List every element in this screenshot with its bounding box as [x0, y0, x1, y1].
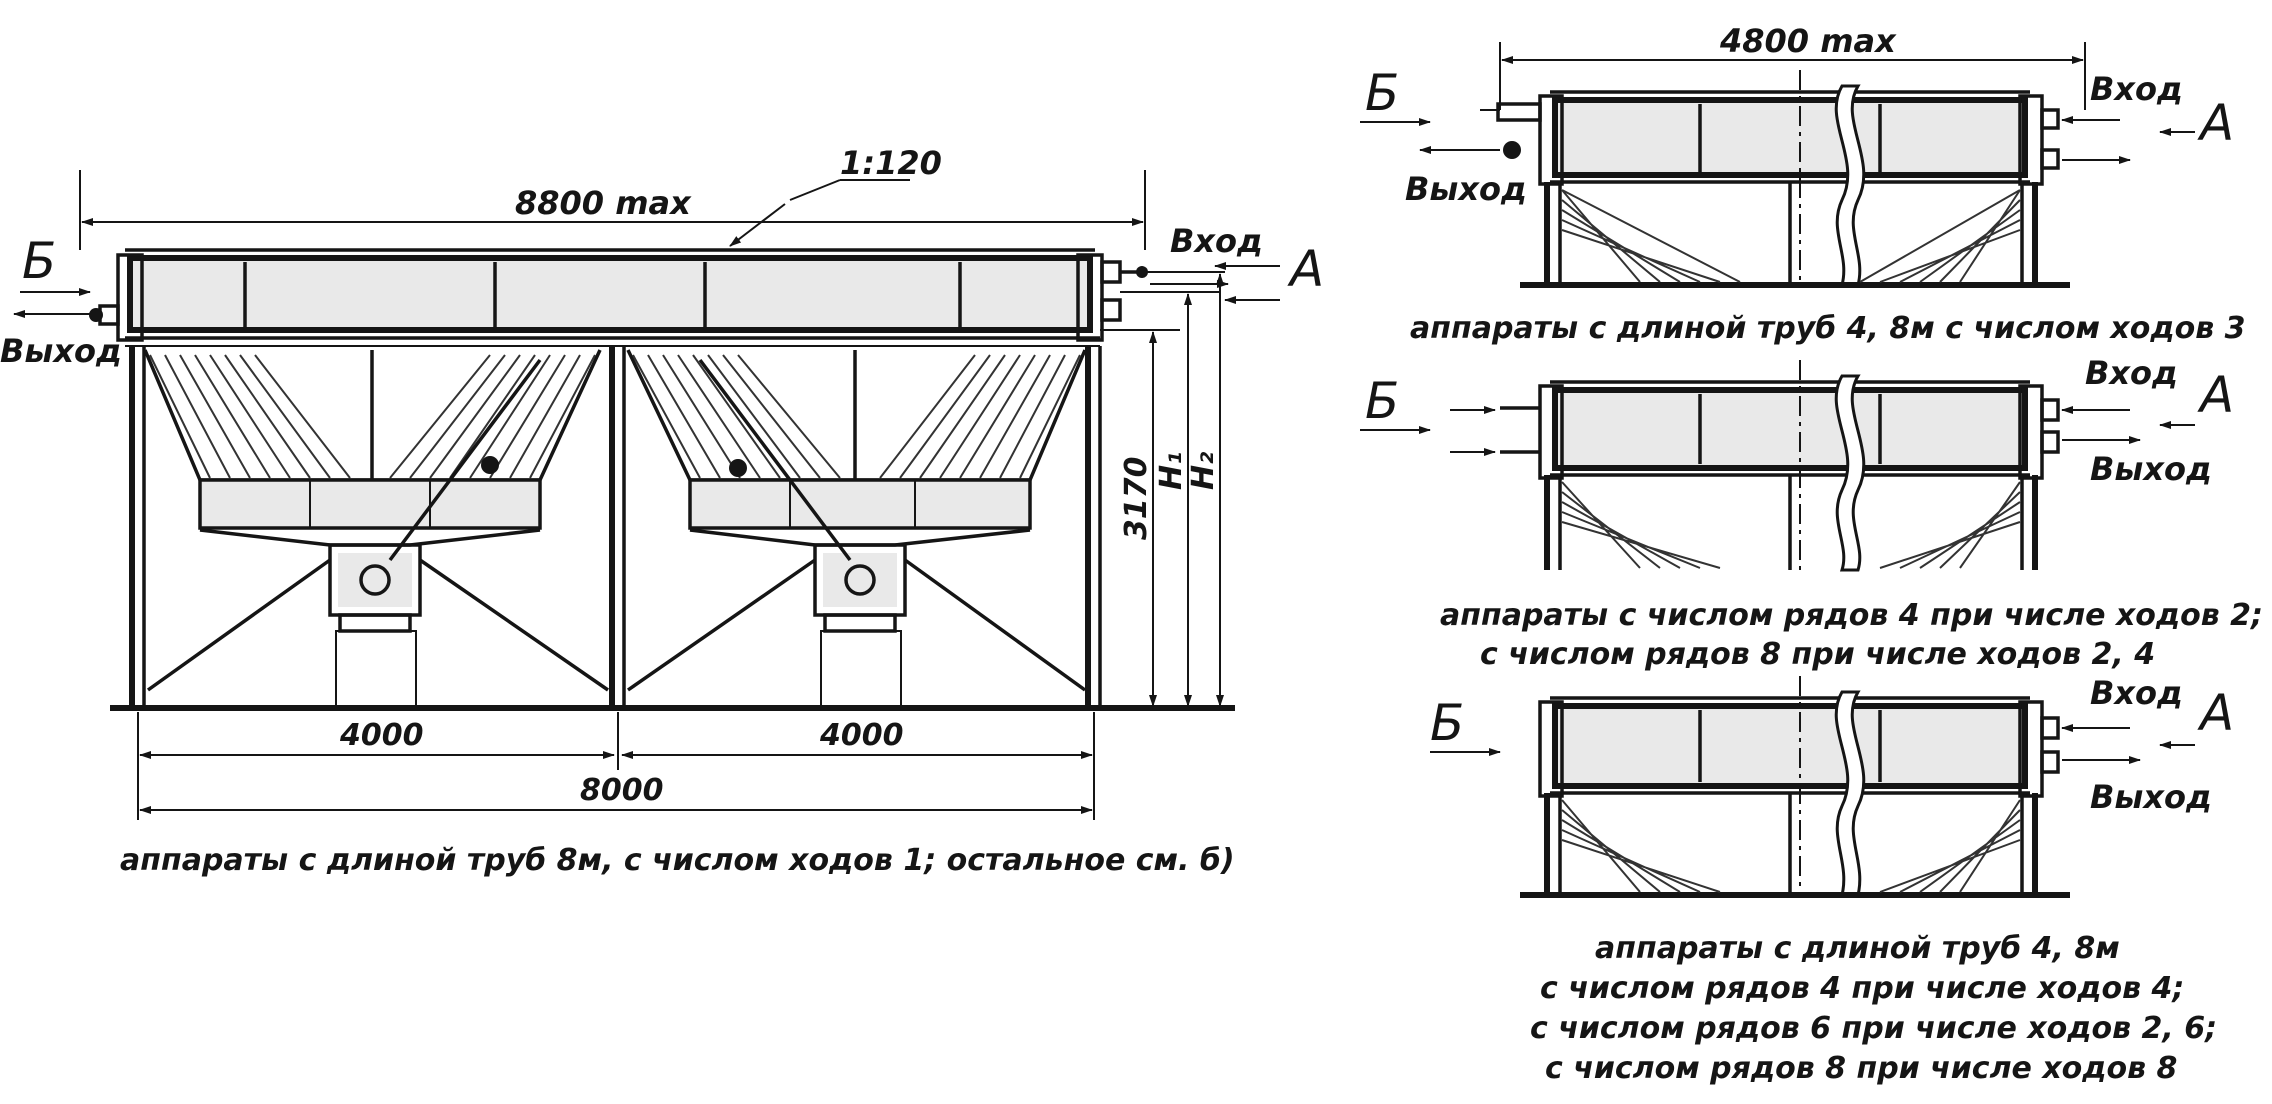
bottom-marker-b: Б — [1430, 694, 1464, 752]
main-inlet-label: Вход — [1170, 222, 1263, 260]
height-3170-label: 3170 — [1119, 457, 1154, 541]
bottom-outlet-label: Выход — [2090, 778, 2212, 816]
main-marker-b: Б — [22, 232, 56, 290]
bottom-caption-2: с числом рядов 4 при числе ходов 4; — [1540, 971, 2184, 1006]
mid-marker-b: Б — [1365, 372, 1399, 430]
top-inlet-label: Вход — [2090, 70, 2183, 108]
mid-caption-2: с числом рядов 8 при числе ходов 2, 4 — [1480, 637, 2155, 672]
main-caption: аппараты с длиной труб 8м, с числом ходо… — [120, 843, 1235, 878]
top-width-label: 4800 max — [1719, 22, 1897, 60]
main-marker-a: А — [1287, 240, 1324, 298]
bottom-inlet-label: Вход — [2090, 674, 2183, 712]
overall-width-label: 8800 max — [515, 184, 692, 222]
bottom-caption-1: аппараты с длиной труб 4, 8м — [1595, 931, 2120, 966]
support-columns — [110, 346, 1235, 711]
bottom-right-view: Б Вход А Выход аппараты с длиной труб 4,… — [1430, 674, 2234, 1086]
top-caption: аппараты с длиной труб 4, 8м с числом хо… — [1410, 311, 2246, 346]
mid-right-view: Б Вход А Выход аппараты с числом рядов 4… — [1360, 354, 2263, 672]
height-h1-label: H₁ — [1154, 452, 1189, 490]
main-view: 8800 max 1:120 — [0, 144, 1324, 878]
top-outlet-label: Выход — [1405, 170, 1527, 208]
top-marker-a: А — [2197, 94, 2234, 152]
mid-inlet-label: Вход — [2085, 354, 2178, 392]
right-fan-assembly — [626, 349, 1087, 707]
height-dimensions: 3170 H₁ H₂ — [1100, 271, 1225, 707]
span-left-label: 4000 — [339, 718, 424, 753]
top-right-view: 4800 max Б Выход Вход А аппараты с — [1360, 22, 2246, 346]
slope-leader: 1:120 — [729, 144, 942, 247]
slope-label: 1:120 — [840, 144, 942, 182]
main-left-labels: Б Выход — [0, 232, 122, 370]
bottom-caption-4: с числом рядов 8 при числе ходов 8 — [1545, 1051, 2177, 1086]
mid-caption-1: аппараты с числом рядов 4 при числе ходо… — [1440, 598, 2263, 633]
bottom-marker-a: А — [2197, 684, 2234, 742]
bottom-caption-3: с числом рядов 6 при числе ходов 2, 6; — [1530, 1011, 2217, 1046]
main-right-labels: Вход А — [1150, 222, 1324, 304]
span-total-label: 8000 — [580, 773, 664, 808]
left-fan-assembly — [143, 349, 609, 707]
mid-outlet-label: Выход — [2090, 450, 2212, 488]
mid-marker-a: А — [2197, 366, 2234, 424]
span-right-label: 4000 — [819, 718, 904, 753]
height-h2-label: H₂ — [1186, 452, 1221, 490]
tube-bundle — [89, 248, 1148, 347]
top-marker-b: Б — [1365, 64, 1399, 122]
span-dimensions: 4000 4000 8000 — [137, 712, 1095, 820]
main-outlet-label: Выход — [0, 332, 122, 370]
overall-width-dimension: 8800 max — [79, 170, 1146, 250]
